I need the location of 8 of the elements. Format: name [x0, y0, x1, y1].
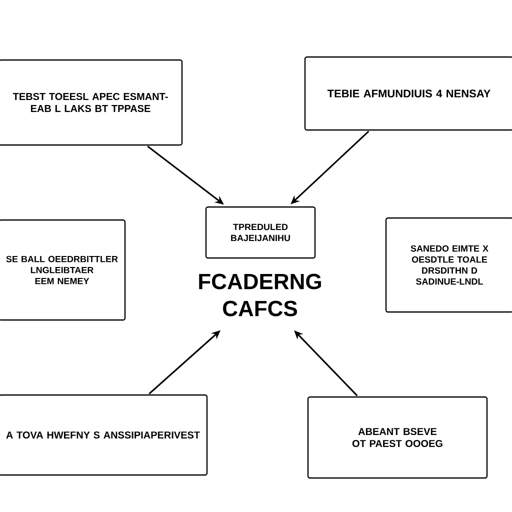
- text-box: TEBST TOEESL APEC ESMANT-EAB L LAKS BT TPPASE: [0, 59, 183, 146]
- text-box: TEBIE AFMUNDIUIS 4 NENSAY: [304, 56, 512, 131]
- text-box: ABEANT BSEVE OT PAEST OOOEG: [307, 396, 488, 479]
- center-label: FCADERNG CAFCS: [199, 274, 321, 316]
- text-box: SANEDO EIMTE X OESDTLE TOALE DRSDITHN D SADINUE-LNDL: [385, 217, 512, 313]
- text-box: A TOVA HWEFNY S ANSSIPIAPERIVEST: [0, 394, 208, 476]
- text-box: TPREDULED BAJEIJANIHU: [205, 206, 316, 259]
- text-box: SE BALL OEEDRBITTLER LNGLEIBTAER EEM NEMEY: [0, 219, 126, 321]
